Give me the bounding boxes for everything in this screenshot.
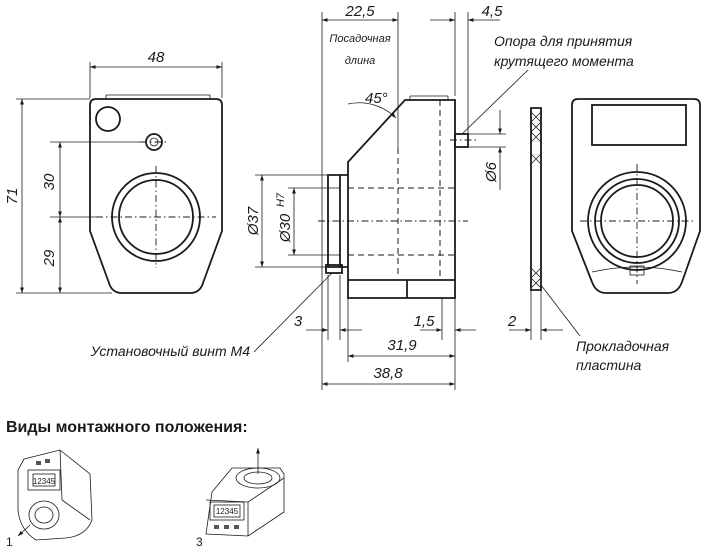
view-3-caption: 3 [196, 535, 203, 549]
dim-30: 30 [41, 173, 58, 190]
dim-4-5: 4,5 [482, 3, 504, 20]
dim-71: 71 [4, 188, 21, 205]
label-torque-support-2: крутящего момента [494, 53, 634, 69]
dim-31-9: 31,9 [387, 337, 417, 354]
dim-29: 29 [41, 249, 58, 267]
front-dimensions: 48 71 30 29 [4, 49, 223, 294]
mounting-view-1: 12345 1 [6, 449, 93, 549]
dim-48: 48 [148, 49, 165, 66]
dim-dia-6: Ø6 [483, 161, 500, 183]
label-fit-length-1: Посадочная [329, 33, 390, 45]
rear-view [571, 98, 701, 294]
label-spacer-1: Прокладочная [576, 338, 670, 354]
dim-dia-37: Ø37 [245, 206, 262, 236]
set-screw [325, 264, 343, 274]
dim-22-5: 22,5 [344, 3, 375, 20]
dim-1-5: 1,5 [414, 313, 436, 330]
spacer-plate: 2 Прокладочная пластина [507, 107, 670, 373]
torque-support-pin [454, 133, 469, 148]
label-torque-support-1: Опора для принятия [494, 33, 633, 49]
side-view [318, 95, 476, 299]
front-view [89, 94, 223, 294]
dim-angle-45: 45° [365, 90, 388, 107]
dim-3: 3 [294, 313, 303, 330]
view-3-display: 12345 [216, 507, 239, 516]
side-dimensions: 22,5 Посадочная длина 4,5 45° Ø37 Ø30 H7… [90, 3, 634, 390]
mounting-heading: Виды монтажного положения: [6, 419, 248, 436]
dim-2: 2 [507, 313, 517, 330]
display-window-circle [95, 106, 121, 132]
mounting-view-3: 12345 3 [196, 448, 285, 549]
label-set-screw: Установочный винт М4 [90, 343, 251, 359]
label-spacer-2: пластина [576, 357, 642, 373]
dim-fit-h7: H7 [275, 192, 287, 207]
dim-38-8: 38,8 [373, 365, 403, 382]
label-fit-length-2: длина [345, 55, 376, 67]
view-1-display: 12345 [33, 477, 56, 486]
dim-dia-30: Ø30 [277, 213, 294, 243]
rear-display-window [591, 104, 687, 146]
view-1-caption: 1 [6, 535, 13, 549]
